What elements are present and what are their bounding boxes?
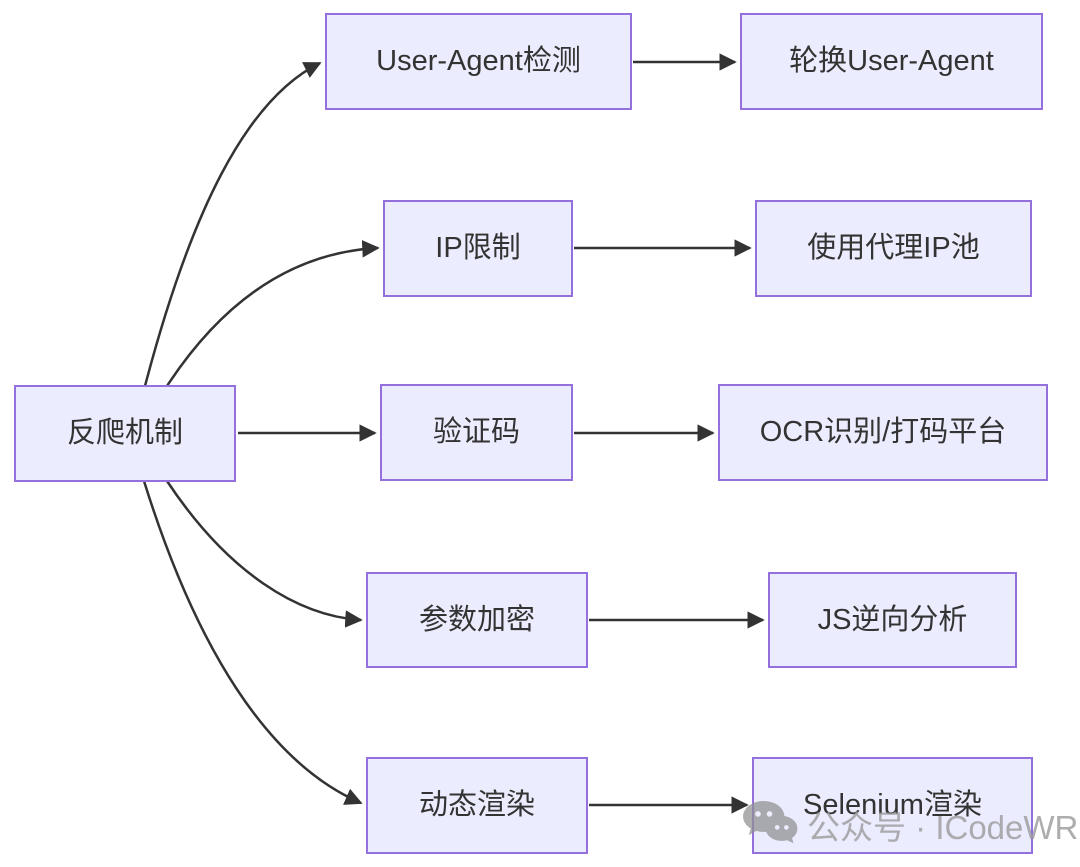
node-dynamic-render: 动态渲染 [366,757,588,854]
edge-root-to-param-encrypt [165,480,363,628]
node-selenium: Selenium渲染 [752,757,1033,854]
node-label: User-Agent检测 [376,45,581,78]
node-proxy-pool: 使用代理IP池 [755,200,1032,297]
node-ua-rotate: 轮换User-Agent [740,13,1043,110]
node-js-reverse: JS逆向分析 [768,572,1017,668]
node-label: IP限制 [435,232,521,265]
node-ocr: OCR识别/打码平台 [718,384,1048,481]
node-label: Selenium渲染 [803,789,982,822]
edge-root-to-dynamic-render [142,480,363,805]
node-label: JS逆向分析 [817,603,968,636]
edge-root-to-ua-detect [143,61,322,387]
node-label: OCR识别/打码平台 [759,416,1007,449]
node-captcha: 验证码 [380,384,573,481]
node-label: 参数加密 [418,603,535,636]
node-label: 反爬机制 [66,417,183,450]
node-ua-detect: User-Agent检测 [325,13,632,110]
node-label: 动态渲染 [418,789,535,822]
node-label: 使用代理IP池 [807,232,980,265]
node-label: 轮换User-Agent [789,45,994,78]
node-label: 验证码 [432,416,520,449]
node-param-encrypt: 参数加密 [366,572,588,668]
node-ip-limit: IP限制 [383,200,573,297]
node-root: 反爬机制 [14,385,236,482]
edge-root-to-ip-limit [165,240,380,387]
